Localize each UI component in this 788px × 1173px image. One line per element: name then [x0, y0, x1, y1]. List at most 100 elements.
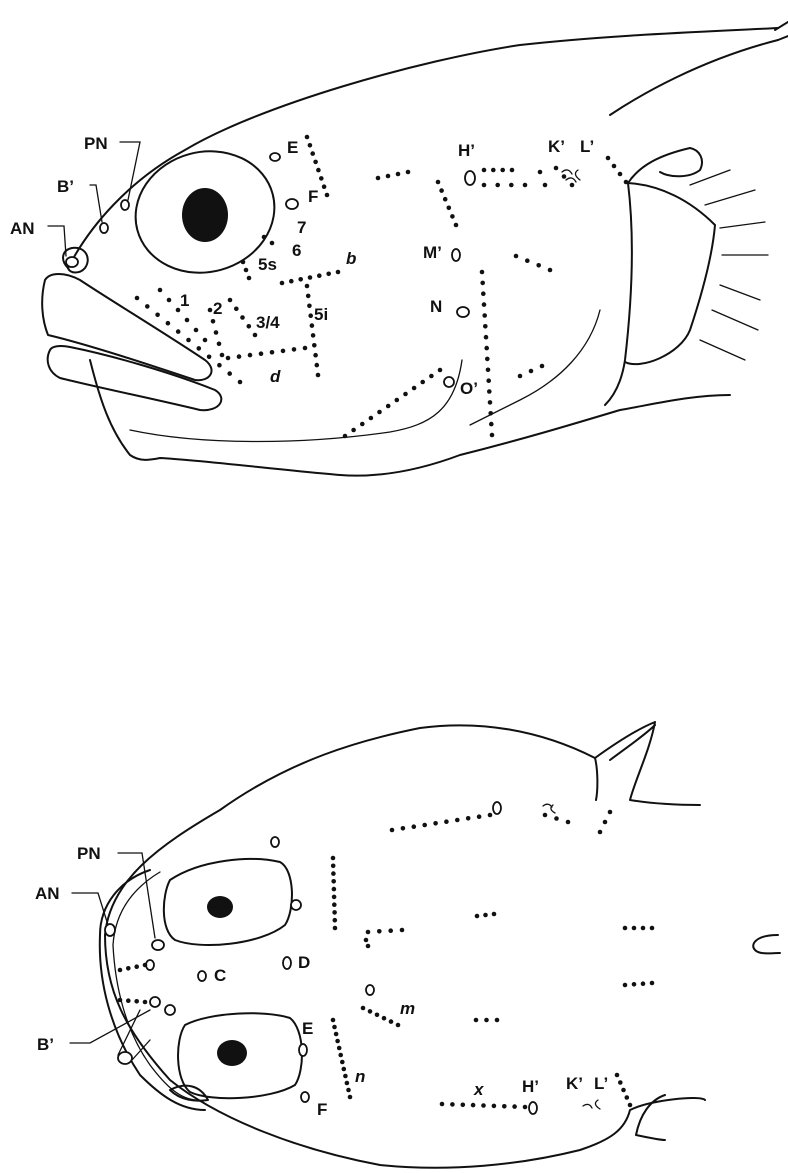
pore-dot-dorsal-l-row — [603, 820, 608, 825]
pore-dot-n-row — [480, 281, 485, 286]
pore-dot-dorsal-right1-row — [623, 926, 628, 931]
pore-dot-dorsal-n-row — [332, 1025, 337, 1030]
pore-dot-n-row — [488, 411, 493, 416]
pore-dot-dorsal-mid2-row — [474, 1018, 479, 1023]
pore-dot-5i-row — [311, 333, 316, 338]
pore-dot-o-row — [429, 374, 434, 379]
pore-dot-1-row — [155, 313, 160, 318]
label-5i: 5i — [314, 305, 328, 324]
pore-dot-mid-row — [536, 263, 541, 268]
pore-dot-d-row — [237, 354, 242, 359]
pore-dot-d-row — [292, 347, 297, 352]
lateral-leader-b — [90, 185, 102, 222]
pore-dot-o-row — [412, 386, 417, 391]
pore-dot-2-row — [217, 342, 222, 347]
pore-dot-n-row — [482, 313, 487, 318]
lateral-pore-n — [457, 307, 469, 317]
dorsal-pore-d — [283, 957, 291, 969]
pore-dot-dorsal-x-row — [471, 1103, 476, 1108]
lateral-preopercle — [130, 310, 600, 442]
dorsal-label-an: AN — [35, 884, 60, 903]
pore-dot-e-row — [319, 176, 324, 181]
lateral-fin-rays — [690, 170, 768, 360]
label-pn: PN — [84, 134, 108, 153]
pore-dot-o-row — [395, 398, 400, 403]
pore-dot-d-row — [303, 346, 308, 351]
pore-dot-5s-row — [241, 260, 246, 265]
pore-dot-b-row — [289, 279, 294, 284]
pore-dot-dorsal-d-col — [333, 918, 338, 923]
pore-dot-n-row — [488, 400, 493, 405]
pore-dot-dorsal-right1-row — [650, 926, 655, 931]
pore-dot-pre2-row — [443, 197, 448, 202]
pore-dot-k2-row — [562, 174, 567, 179]
pore-dot-6-row — [270, 241, 275, 246]
pore-dot-1-row — [186, 338, 191, 343]
pore-dot-o-row — [386, 404, 391, 409]
lateral-pupil — [182, 188, 228, 242]
pore-dot-1-row — [227, 371, 232, 376]
dorsal-pore-h — [529, 1102, 537, 1114]
lateral-leader-an — [48, 226, 66, 256]
pore-dot-h2-row — [509, 183, 514, 188]
lateral-head-outline — [68, 28, 778, 268]
pore-dot-e-row — [322, 184, 327, 189]
pore-dot-o-row — [438, 368, 443, 373]
pore-dot-h2-row — [495, 183, 500, 188]
dorsal-pore-b1 — [150, 997, 160, 1007]
pore-dot-pre2-row — [439, 188, 444, 193]
dorsal-leader-pn — [118, 853, 155, 938]
pore-dot-mid-row — [548, 268, 553, 273]
label-7: 7 — [297, 218, 306, 237]
pore-dot-dorsal-x-row — [523, 1105, 528, 1110]
pore-dot-dorsal-m-row — [396, 1023, 401, 1028]
pore-dot-dorsal-kl-row — [566, 820, 571, 825]
pore-dot-5i-row — [305, 284, 310, 289]
pore-dot-d-row — [259, 351, 264, 356]
pore-dot-o2-row — [540, 364, 545, 369]
pore-dot-dorsal-m-row — [389, 1019, 394, 1024]
pore-dot-dorsal-kl-row — [543, 813, 548, 818]
dorsal-label-b: B’ — [37, 1035, 54, 1054]
pore-dot-pre2-row — [454, 223, 459, 228]
pore-dot-34-row — [240, 315, 245, 320]
pore-dot-1-row — [166, 321, 171, 326]
pore-dot-dorsal-m-row — [375, 1013, 380, 1018]
pore-dot-dorsal-top-row — [477, 814, 482, 819]
pore-dot-h-row — [510, 168, 515, 173]
dorsal-snout — [100, 870, 205, 1110]
pore-dot-1b-row — [203, 338, 208, 343]
pore-dot-1-row — [207, 355, 212, 360]
pore-dot-dorsal-pn-row — [134, 964, 139, 969]
pore-dot-dorsal-d-col — [331, 856, 336, 861]
pore-dot-dorsal-n-row — [337, 1046, 342, 1051]
pore-dot-e-row — [325, 193, 330, 198]
pore-dot-dorsal-top-row — [390, 828, 395, 833]
label-an: AN — [10, 219, 35, 238]
pore-dot-1b-row — [194, 328, 199, 333]
dorsal-anus-curve — [753, 935, 780, 953]
pore-dot-b-row — [308, 275, 313, 280]
label-1: 1 — [180, 291, 189, 310]
pore-dot-dorsal-top-row — [455, 818, 460, 823]
pore-dot-mid-row — [525, 258, 530, 263]
pore-dot-o-row — [377, 410, 382, 415]
pore-dot-dorsal-l2-row — [625, 1095, 630, 1100]
label-34: 3/4 — [256, 313, 280, 332]
pore-dot-h2-row — [523, 183, 528, 188]
label-o: O’ — [460, 379, 478, 398]
lateral-upper-jaw — [42, 274, 211, 380]
pore-dot-dorsal-mid-row — [492, 912, 497, 917]
pore-dot-dorsal-right2-row — [632, 982, 637, 987]
pore-dot-n-row — [490, 433, 495, 438]
lateral-tail-stub — [775, 22, 788, 40]
pore-dot-dorsal-mid2-row — [484, 1018, 489, 1023]
pore-dot-n-row — [486, 368, 491, 373]
pore-dot-dorsal-mid2-row — [495, 1018, 500, 1023]
pore-dot-e-row — [316, 168, 321, 173]
pore-dot-e-row — [308, 143, 313, 148]
lateral-pore-f — [286, 199, 298, 209]
dorsal-label-h: H’ — [522, 1077, 539, 1096]
pore-dot-dorsal-b-row — [118, 998, 123, 1003]
pore-dot-dorsal-n-row — [340, 1060, 345, 1065]
